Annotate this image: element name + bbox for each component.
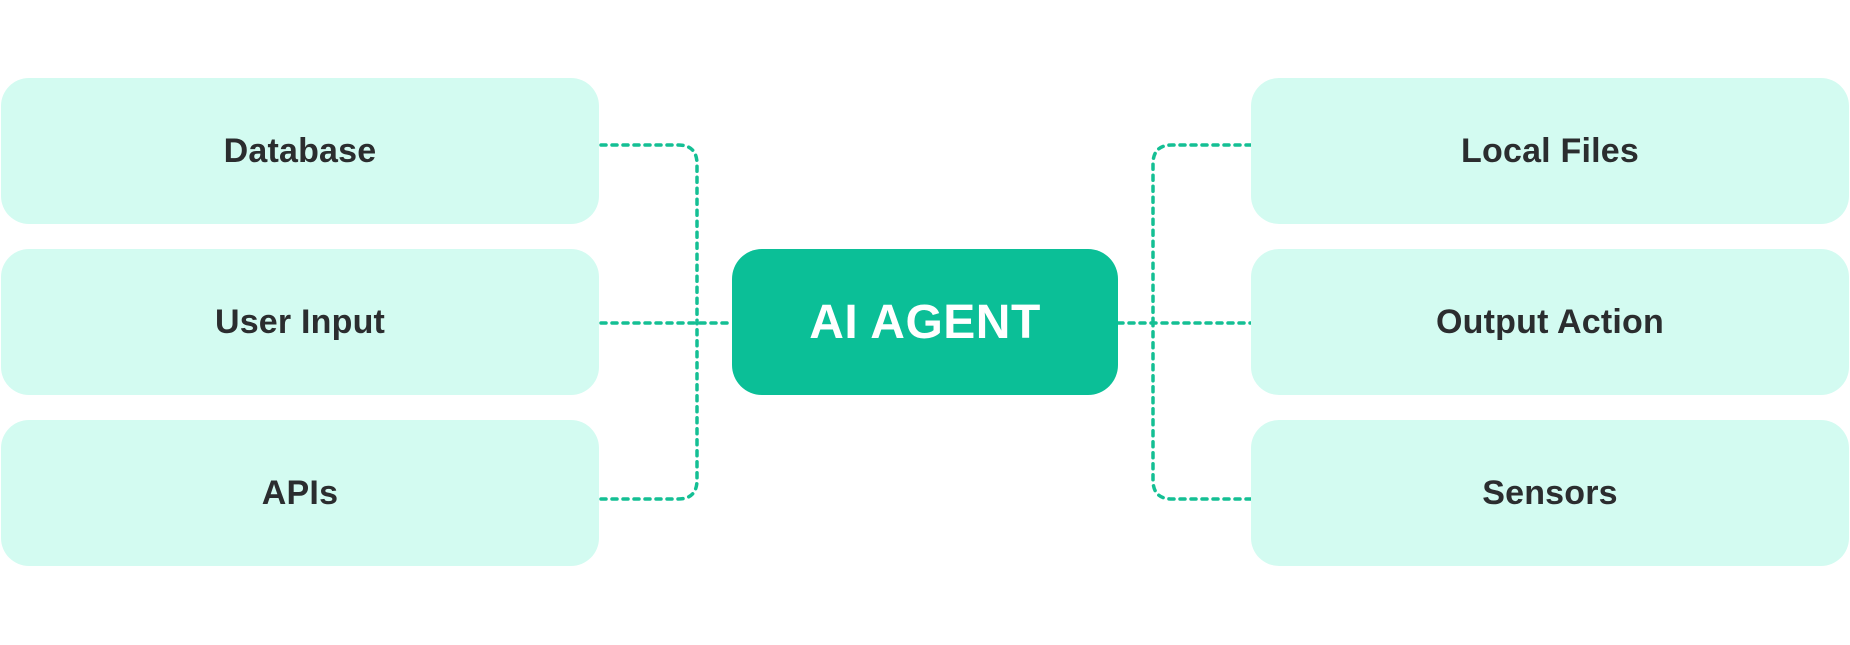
node-apis: APIs <box>1 420 599 566</box>
node-user-input-label: User Input <box>214 302 386 341</box>
node-local-files: Local Files <box>1251 78 1849 224</box>
node-database: Database <box>1 78 599 224</box>
connector-local-files <box>1151 143 1253 325</box>
connector-sensors <box>1151 321 1253 501</box>
node-database-label: Database <box>223 131 377 170</box>
node-output-action-label: Output Action <box>1436 302 1664 341</box>
node-ai-agent-label: AI AGENT <box>809 295 1041 349</box>
node-local-files-label: Local Files <box>1461 131 1639 170</box>
node-user-input: User Input <box>1 249 599 395</box>
node-sensors-label: Sensors <box>1482 473 1618 512</box>
node-sensors: Sensors <box>1251 420 1849 566</box>
node-output-action: Output Action <box>1251 249 1849 395</box>
node-apis-label: APIs <box>261 473 339 512</box>
node-ai-agent: AI AGENT <box>732 249 1118 395</box>
connector-database <box>599 143 699 325</box>
connector-apis <box>599 321 699 501</box>
